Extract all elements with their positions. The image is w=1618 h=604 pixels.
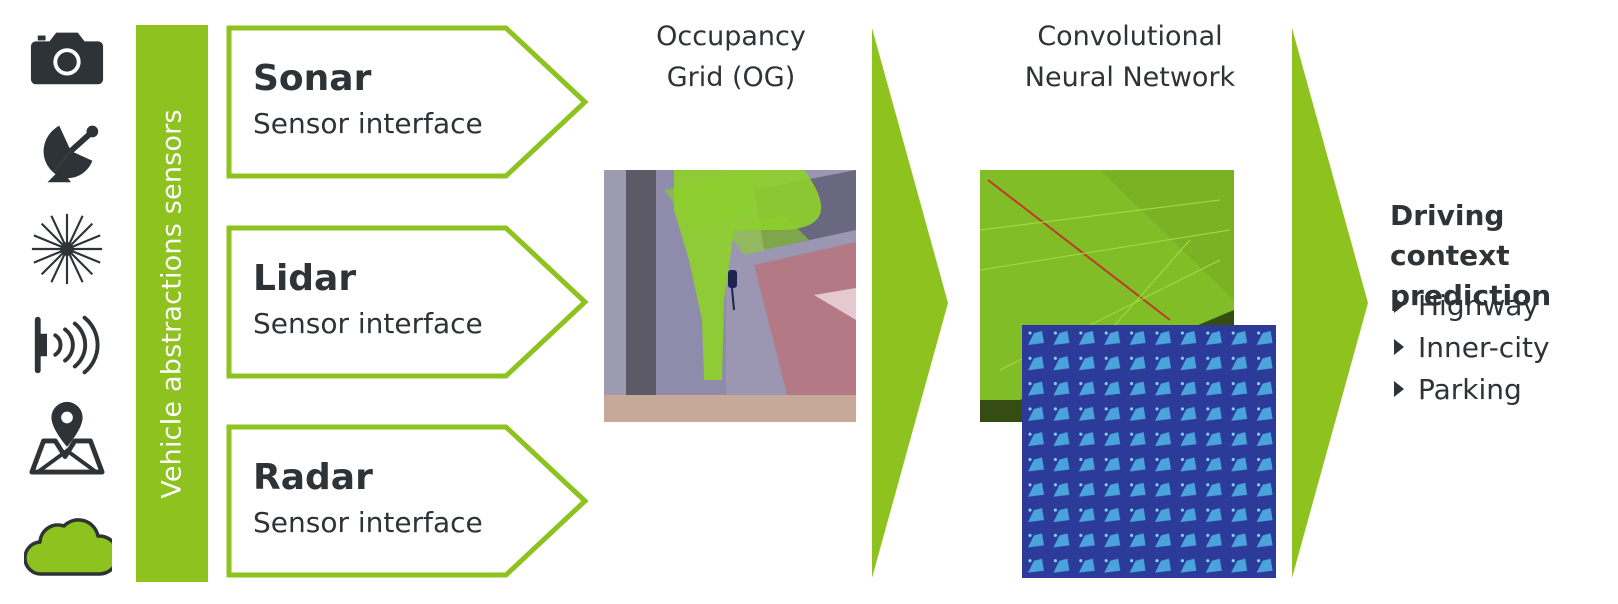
prediction-title: Driving context prediction bbox=[1390, 196, 1615, 316]
prediction-item-label: Inner-city bbox=[1418, 330, 1550, 364]
prediction-item: Parking bbox=[1390, 368, 1550, 410]
sensor-box-sonar: Sonar Sensor interface bbox=[226, 25, 589, 179]
prediction-item: Inner-city bbox=[1390, 326, 1550, 368]
sensor-title: Sonar bbox=[253, 58, 372, 99]
sensor-box-lidar: Lidar Sensor interface bbox=[226, 225, 589, 379]
sensor-subtitle: Sensor interface bbox=[253, 307, 483, 340]
prediction-title-line2: prediction bbox=[1390, 279, 1552, 312]
prediction-item-label: Parking bbox=[1418, 372, 1522, 406]
camera-icon bbox=[28, 18, 106, 96]
prediction-item: Highway bbox=[1390, 284, 1550, 326]
prediction-item-label: Highway bbox=[1418, 288, 1539, 322]
sensor-title: Lidar bbox=[253, 258, 357, 299]
caret-right-icon bbox=[1394, 381, 1404, 397]
occupancy-grid-heading: Occupancy Grid (OG) bbox=[620, 16, 842, 98]
sensor-subtitle: Sensor interface bbox=[253, 107, 483, 140]
satellite-dish-icon bbox=[28, 112, 106, 190]
sensor-title: Radar bbox=[253, 457, 373, 498]
ultrasonic-sensor-icon bbox=[28, 306, 106, 384]
occupancy-grid-heading-line2: Grid (OG) bbox=[666, 62, 796, 93]
prediction-list: Highway Inner-city Parking bbox=[1390, 284, 1550, 410]
cnn-heading: Convolutional Neural Network bbox=[1010, 16, 1250, 98]
cnn-feature-maps-image bbox=[1022, 325, 1276, 578]
caret-right-icon bbox=[1394, 339, 1404, 355]
flow-arrow-1 bbox=[872, 28, 948, 578]
vehicle-abstraction-label: Vehicle abstractions sensors bbox=[156, 108, 188, 499]
cloud-icon bbox=[24, 514, 112, 578]
laser-icon bbox=[28, 210, 106, 288]
flow-arrow-2 bbox=[1292, 28, 1368, 578]
caret-right-icon bbox=[1394, 297, 1404, 313]
map-pin-icon bbox=[28, 398, 106, 476]
sensor-box-radar: Radar Sensor interface bbox=[226, 424, 589, 578]
cnn-heading-line2: Neural Network bbox=[1024, 62, 1236, 93]
sensor-subtitle: Sensor interface bbox=[253, 506, 483, 539]
cnn-heading-line1: Convolutional bbox=[1037, 21, 1223, 52]
vehicle-abstraction-bar: Vehicle abstractions sensors bbox=[136, 25, 208, 582]
prediction-title-line1: Driving context bbox=[1390, 199, 1510, 272]
occupancy-grid-image bbox=[604, 170, 856, 422]
occupancy-grid-heading-line1: Occupancy bbox=[656, 21, 806, 52]
